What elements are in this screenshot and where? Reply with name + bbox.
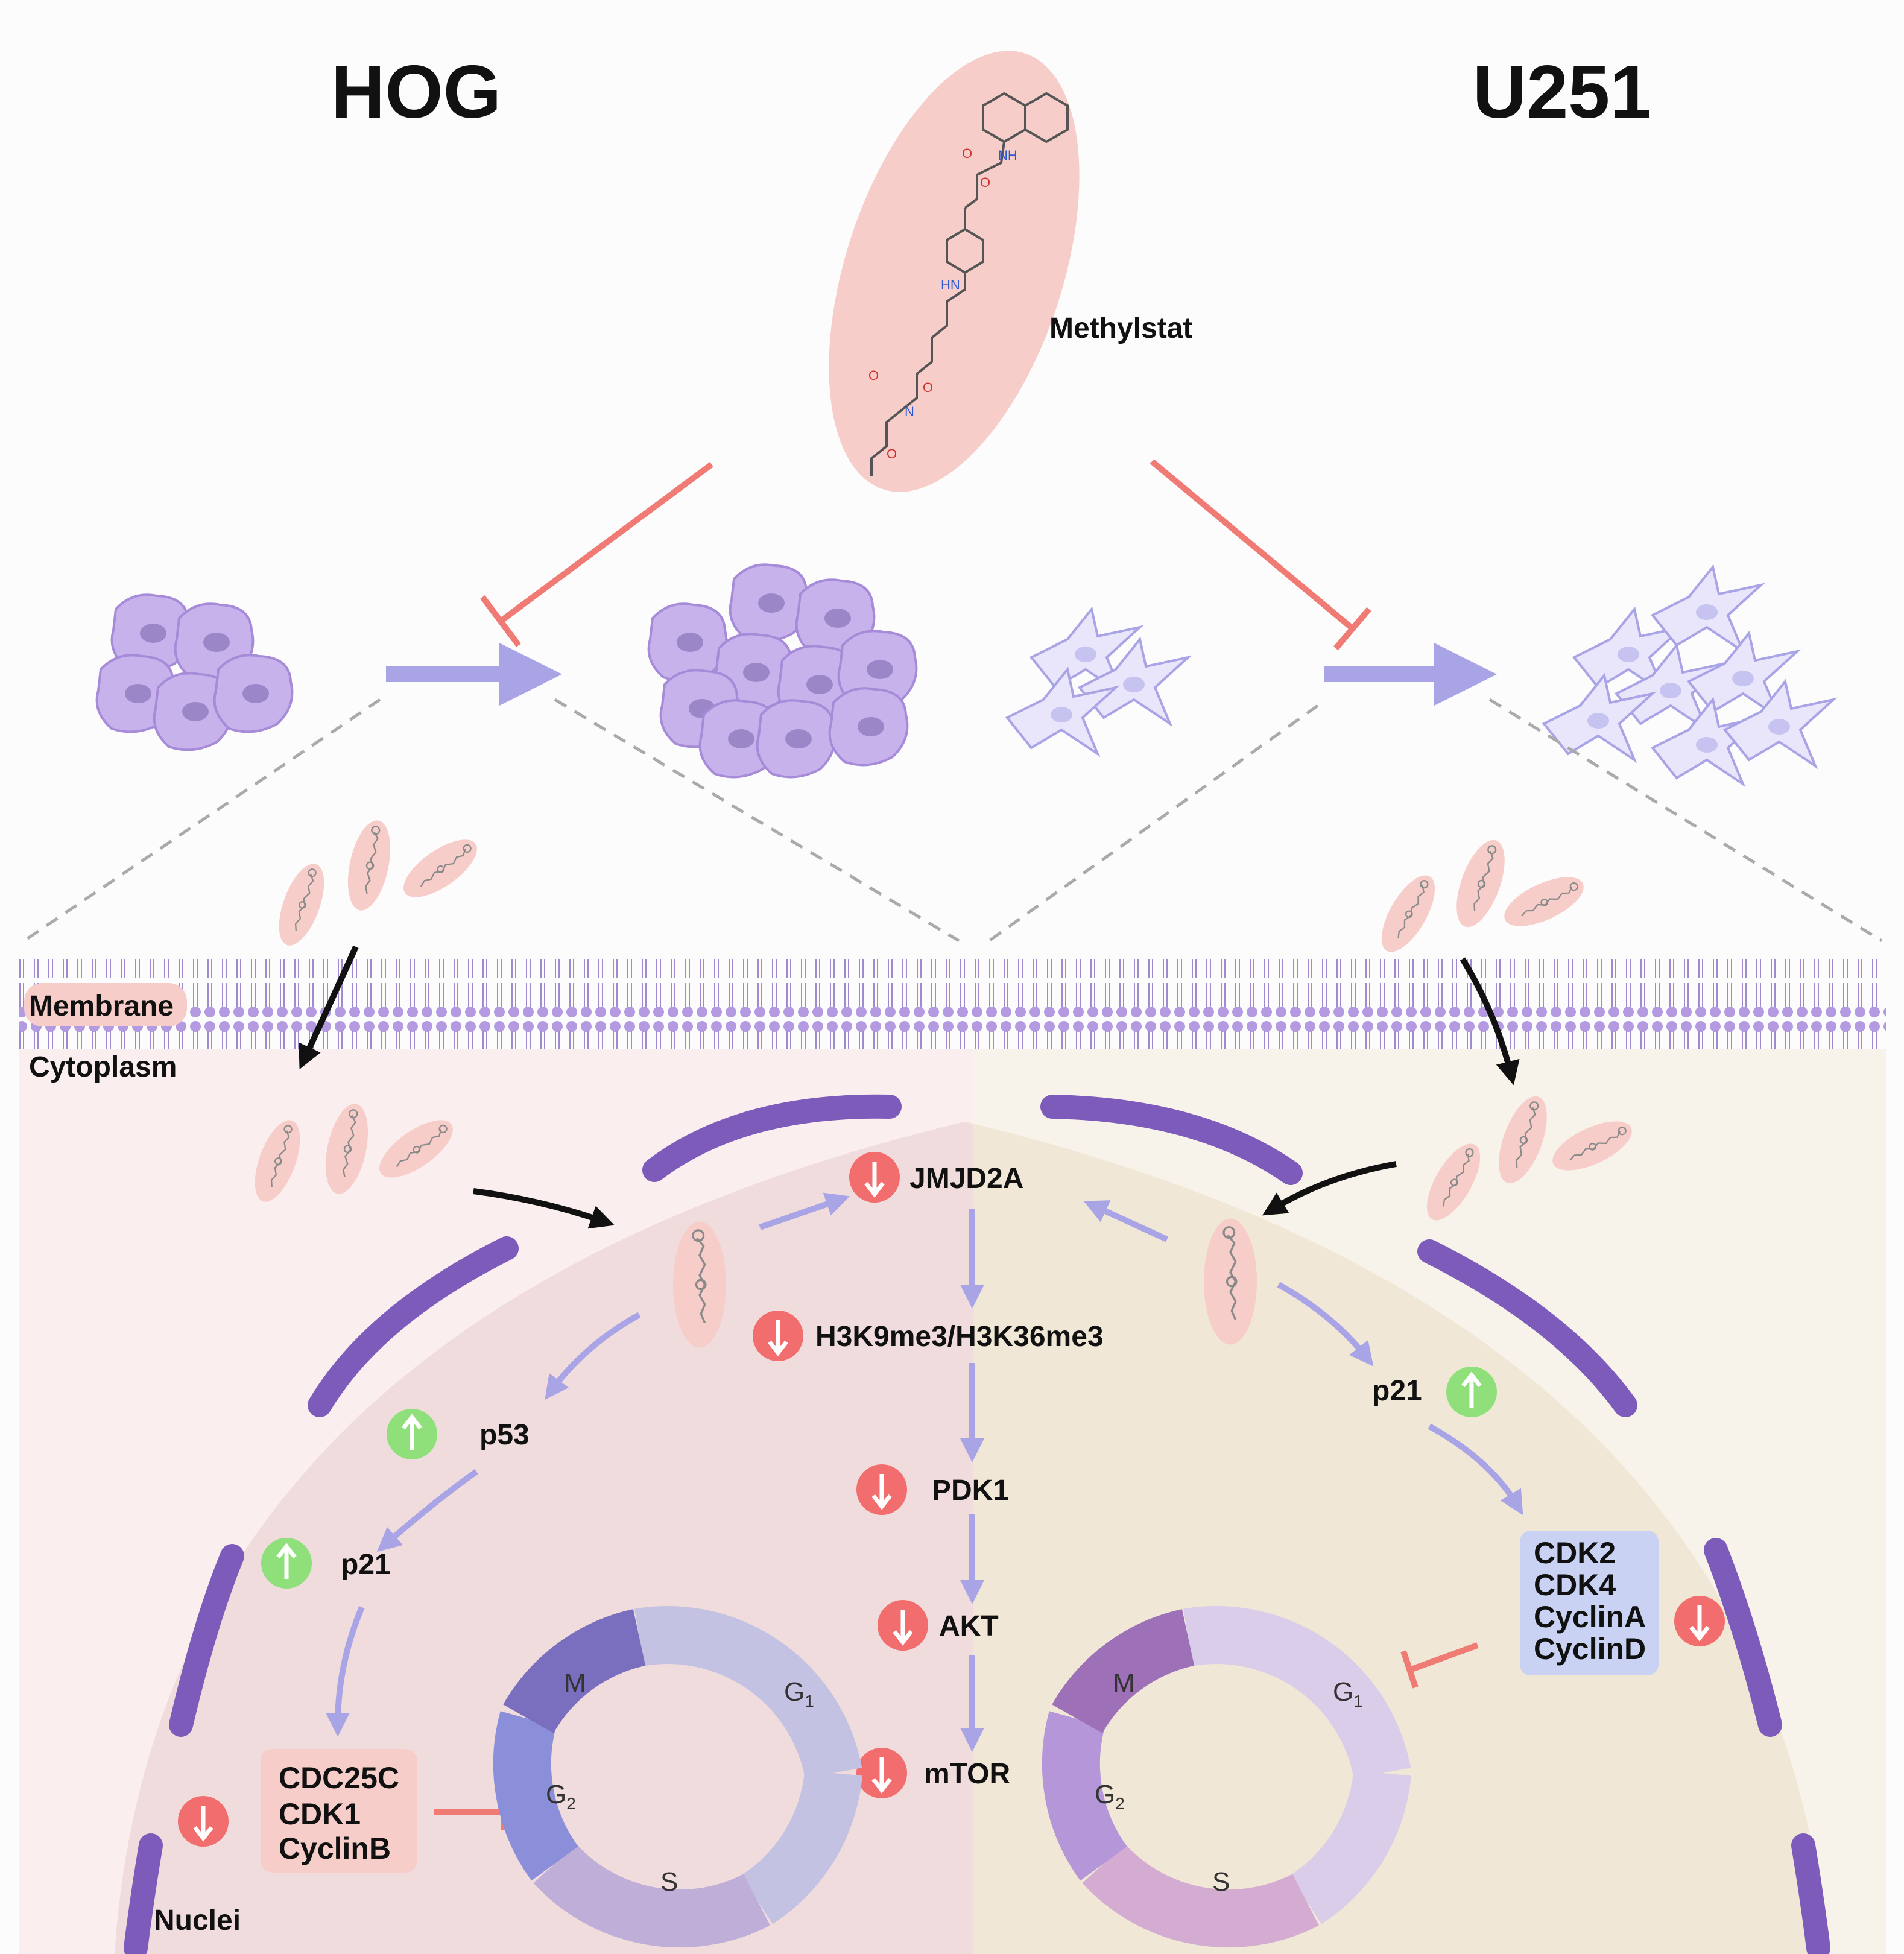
methylstat-label: Methylstat <box>1049 312 1192 344</box>
u251-cell-cycle-box <box>1520 1531 1659 1675</box>
pathway-akt: AKT <box>939 1610 999 1642</box>
pathway-pdk1: PDK1 <box>932 1475 1009 1507</box>
hog-box-cyclinb: CyclinB <box>279 1832 391 1865</box>
u251-cell-cycle-ring <box>1042 1606 1411 1948</box>
svg-text:O: O <box>980 175 990 190</box>
svg-text:N: N <box>905 404 914 419</box>
hog-title: HOG <box>331 51 501 134</box>
u251-title: U251 <box>1473 51 1651 134</box>
hog-box-cdk1: CDK1 <box>279 1797 361 1831</box>
hog-p21-up-badge <box>261 1538 312 1589</box>
u251-box-inhibit <box>1400 1642 1479 1689</box>
hog-box-cdc25c: CDC25C <box>279 1761 399 1795</box>
hog-p21: p21 <box>341 1549 391 1581</box>
u251-box-cyclind: CyclinD <box>1534 1632 1646 1666</box>
pathway-mtor: mTOR <box>924 1758 1010 1790</box>
entry-arrows <box>299 945 1520 1229</box>
u251-box-down-badge <box>1674 1596 1725 1646</box>
left-pathway-arrows <box>326 1312 641 1737</box>
pathway-histone-marks: H3K9me3/H3K36me3 <box>815 1321 1104 1353</box>
pdk1-down-badge <box>856 1464 907 1515</box>
inhibit-hog <box>480 461 713 647</box>
u251-box-cdk2: CDK2 <box>1534 1536 1616 1570</box>
nuclear-envelope <box>124 1094 1830 1954</box>
cytoplasm-label: Cytoplasm <box>29 1051 177 1083</box>
jmjd2a-down-badge <box>849 1152 900 1203</box>
cell-membrane <box>19 959 1886 1049</box>
mtor-down-badge <box>856 1748 907 1798</box>
inhibit-u251 <box>1150 459 1371 651</box>
hog-cell-cycle-box <box>261 1749 417 1873</box>
hog-phase-m: M <box>564 1668 586 1698</box>
svg-text:O: O <box>923 380 933 395</box>
hog-box-down-badge <box>178 1796 229 1847</box>
zoom-lines <box>23 698 1883 943</box>
hog-phase-s: S <box>660 1867 678 1897</box>
u251-box-cyclina: CyclinA <box>1534 1600 1646 1634</box>
u251-phase-g2: G2 <box>1095 1780 1125 1813</box>
hog-p53: p53 <box>479 1419 530 1451</box>
svg-text:O: O <box>887 446 897 461</box>
u251-p21: p21 <box>1372 1375 1422 1407</box>
hog-phase-g2: G2 <box>546 1780 576 1813</box>
svg-text:HN: HN <box>941 277 960 292</box>
hog-cell-cycle-ring <box>493 1606 862 1948</box>
u251-box-cdk4: CDK4 <box>1534 1568 1616 1602</box>
svg-text:O: O <box>868 368 879 383</box>
u251-phase-m: M <box>1113 1668 1135 1698</box>
membrane-label-bg <box>24 983 187 1026</box>
center-pathway-arrows <box>759 1192 1169 1752</box>
p53-up-badge <box>387 1409 437 1459</box>
pathway-jmjd2a: JMJD2A <box>909 1163 1023 1195</box>
svg-text:O: O <box>962 146 972 161</box>
u251-p21-up-badge <box>1446 1367 1497 1417</box>
akt-down-badge <box>878 1600 928 1651</box>
membrane-label: Membrane <box>29 990 174 1022</box>
svg-text:NH: NH <box>998 148 1017 163</box>
nuclei-label: Nuclei <box>154 1905 241 1937</box>
methylstat-structure: NH O O HN N O O O <box>829 51 1080 492</box>
u251-phase-g1: G1 <box>1333 1677 1363 1710</box>
histone-down-badge <box>753 1311 803 1361</box>
u251-phase-s: S <box>1212 1867 1230 1897</box>
right-pathway-arrows <box>1277 1282 1523 1516</box>
hog-phase-g1: G1 <box>784 1677 814 1710</box>
